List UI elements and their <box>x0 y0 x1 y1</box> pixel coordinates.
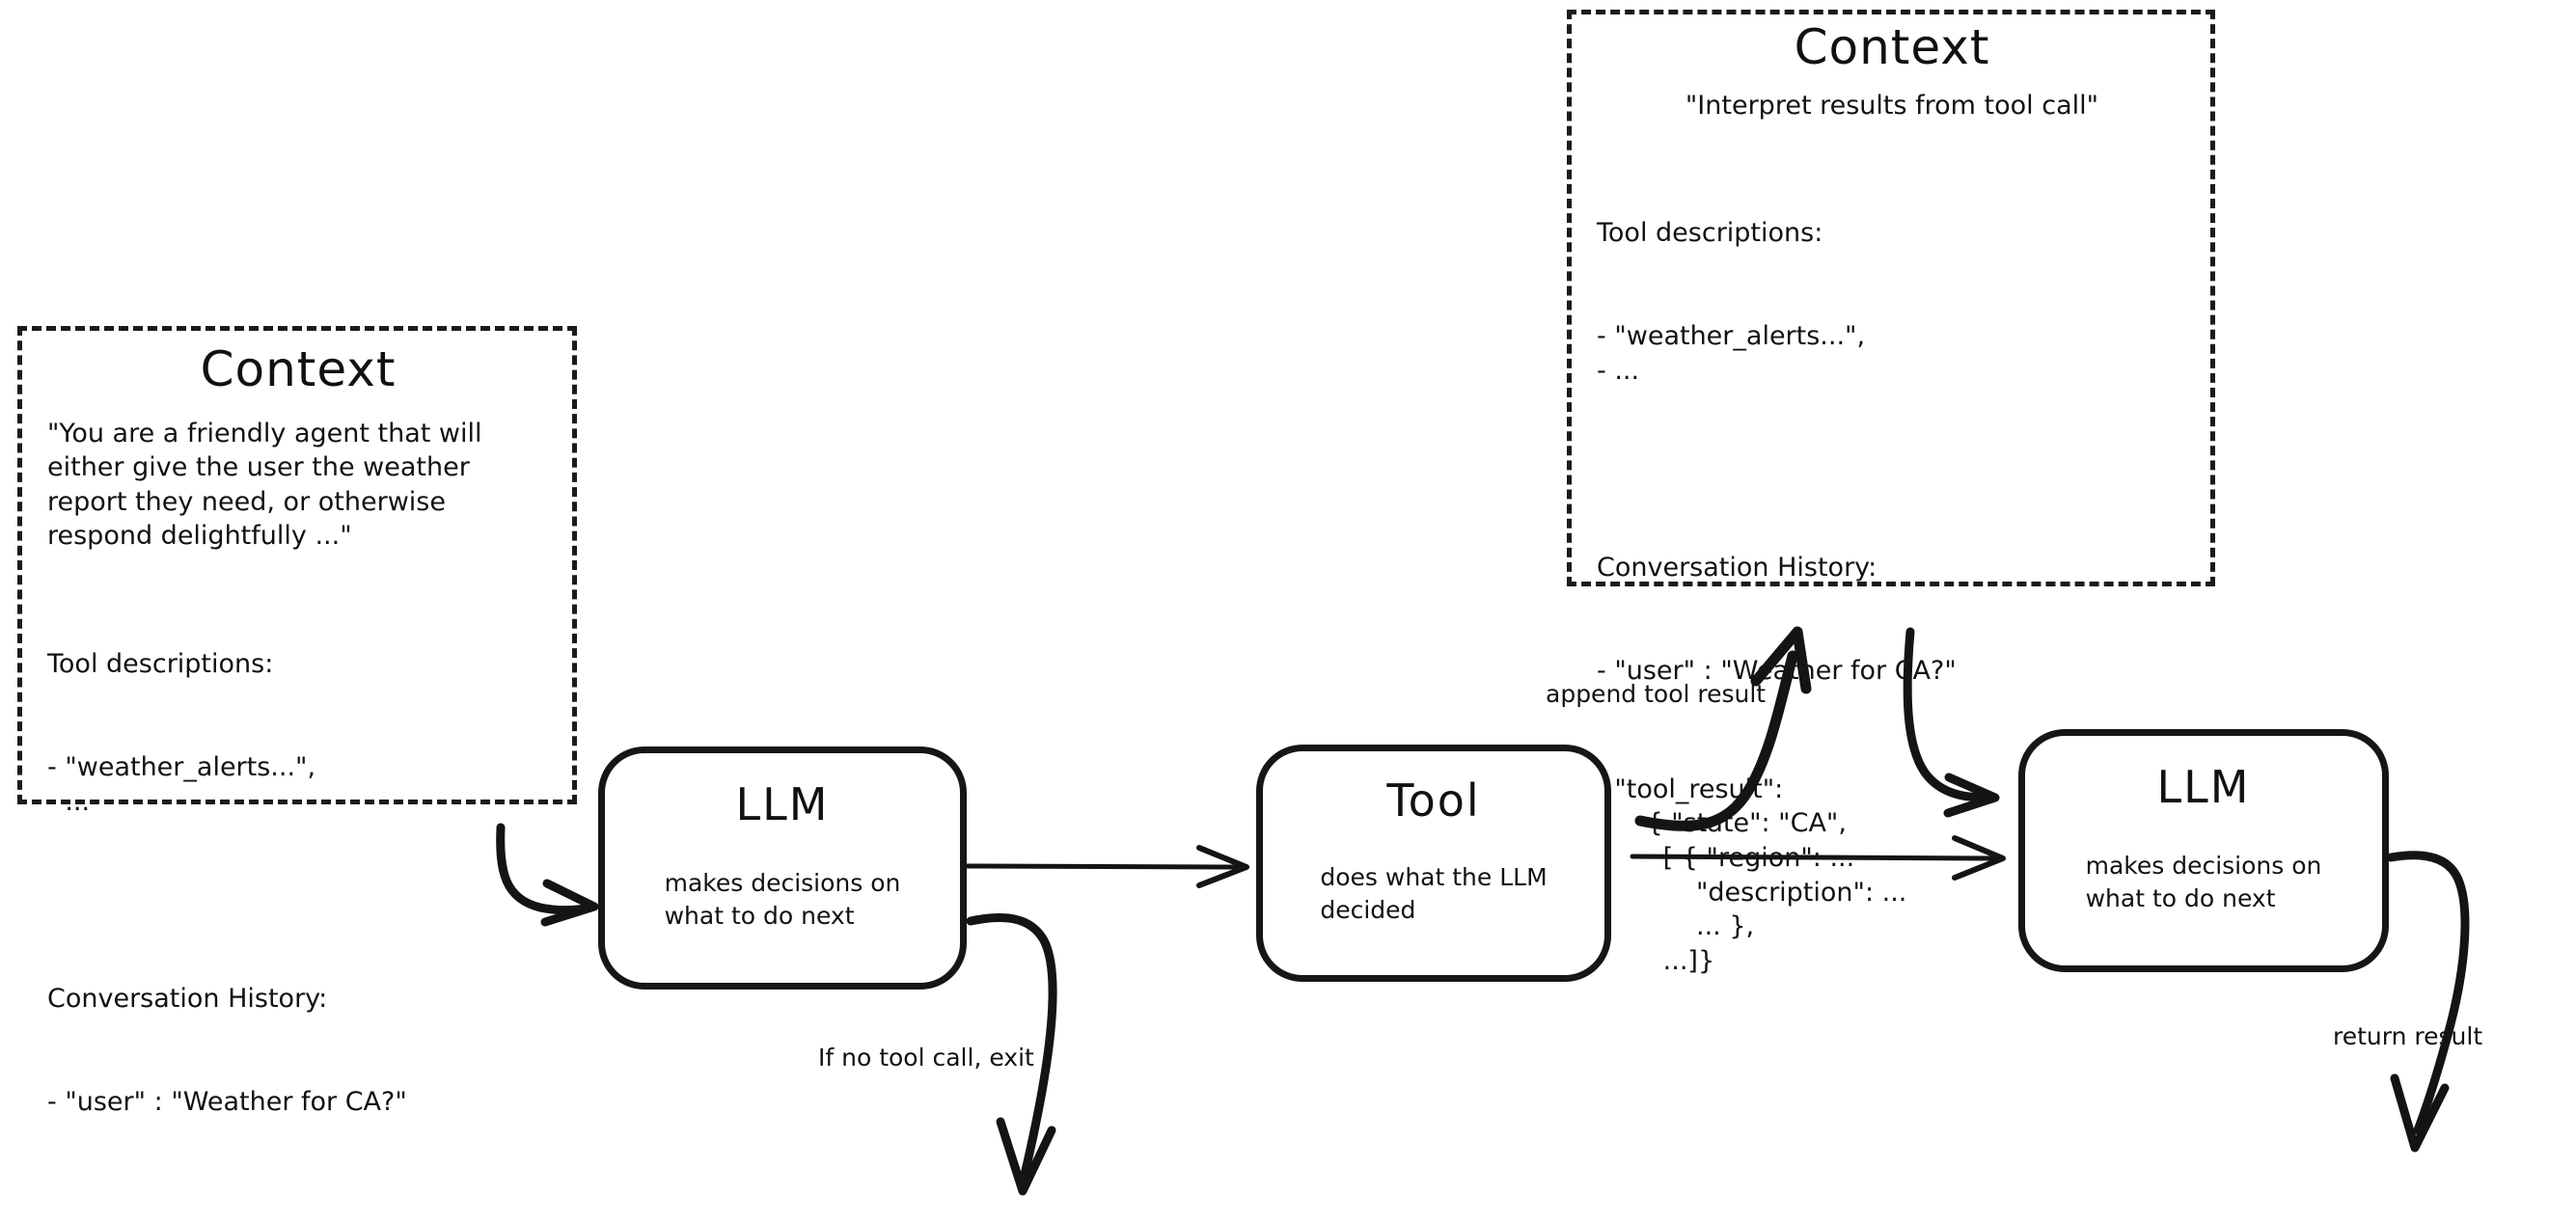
edge-label-append-tool-result: append tool result <box>1546 680 1767 708</box>
node-subtitle: does what the LLM decided <box>1320 863 1548 924</box>
node-llm-second[interactable]: LLM makes decisions on what to do next <box>2018 729 2389 972</box>
context-system-prompt: "Interpret results from tool call" <box>1685 90 2099 121</box>
edge-label-return-result: return result <box>2333 1022 2483 1050</box>
node-tool[interactable]: Tool does what the LLM decided <box>1256 745 1611 982</box>
node-llm-first[interactable]: LLM makes decisions on what to do next <box>598 746 967 990</box>
context-title: Context <box>1794 19 1990 75</box>
context-tools-list: - "weather_alerts...", - ... <box>47 752 316 817</box>
context-tools-section: Tool descriptions: - "weather_alerts..."… <box>47 579 549 888</box>
context-tools-heading: Tool descriptions: <box>1597 218 1823 249</box>
node-title: LLM <box>735 778 830 830</box>
context-history-heading: Conversation History: <box>1597 553 1877 583</box>
context-history-heading: Conversation History: <box>47 983 328 1014</box>
arrow-llm1-to-tool <box>965 845 1249 888</box>
context-tools-heading: Tool descriptions: <box>47 649 274 680</box>
node-title: LLM <box>2156 761 2251 813</box>
node-title: Tool <box>1386 774 1481 827</box>
arrow-llm2-return-result <box>2386 851 2470 1153</box>
context-tools-list: - "weather_alerts...", - ... <box>1597 321 1866 386</box>
context-tools-section: Tool descriptions: - "weather_alerts..."… <box>1597 148 2187 457</box>
node-subtitle: makes decisions on what to do next <box>664 869 901 930</box>
context-system-prompt: "You are a friendly agent that will eith… <box>47 418 491 552</box>
context-box-initial: Context "You are a friendly agent that w… <box>17 326 577 1117</box>
context-history-list: - "user" : "Weather for CA?" <box>47 1086 407 1117</box>
node-subtitle: makes decisions on what to do next <box>2085 852 2322 912</box>
context-box-after-tool: Context "Interpret results from tool cal… <box>1567 10 2215 976</box>
context-title: Context <box>200 341 397 397</box>
edge-label-exit: If no tool call, exit <box>818 1044 1034 1072</box>
context-history-section: Conversation History: - "user" : "Weathe… <box>47 913 549 1188</box>
